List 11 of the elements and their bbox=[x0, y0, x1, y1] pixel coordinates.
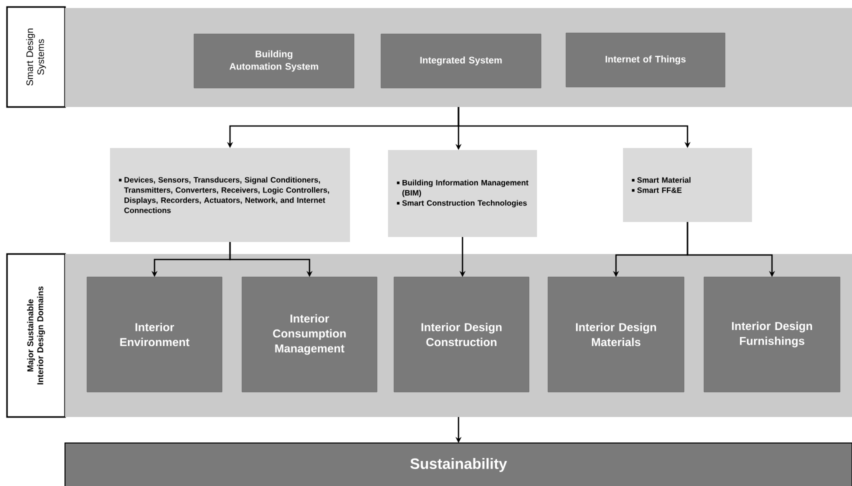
domain-box: Interior Environment bbox=[86, 276, 222, 392]
side-label-box: Major Sustainable Interior Design Domains bbox=[6, 253, 66, 418]
domain-box: Interior Consumption Management bbox=[242, 276, 378, 392]
side-label-box: Smart Design Systems bbox=[6, 6, 66, 108]
outcome-bar: Sustainability bbox=[64, 442, 852, 486]
domain-box: Interior Design Construction bbox=[394, 276, 530, 392]
system-box: Internet of Things bbox=[566, 32, 726, 88]
domain-box: Interior Design Furnishings bbox=[704, 276, 840, 392]
system-box: Building Automation System bbox=[194, 34, 354, 88]
domain-box: Interior Design Materials bbox=[548, 276, 684, 392]
system-box: Integrated System bbox=[380, 34, 542, 88]
